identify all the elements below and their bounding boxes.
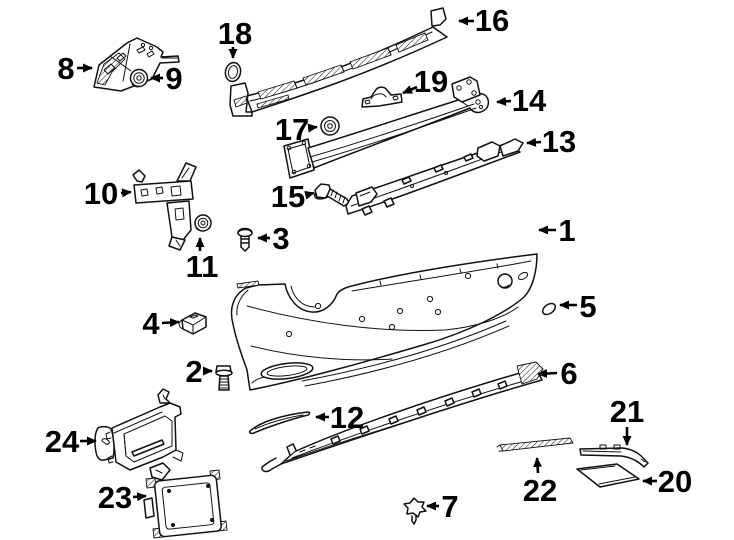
part-15-bolt-drawing [313, 183, 350, 207]
part-21-side-bracket-drawing [579, 444, 649, 468]
callout-13[interactable]: 13 [526, 124, 576, 159]
callout-16[interactable]: 16 [458, 3, 509, 38]
part-14-impact-bar-drawing [283, 76, 490, 179]
callout-9-label[interactable]: 9 [165, 61, 182, 96]
part-24-sensor-bracket-drawing [94, 388, 184, 481]
callout-2-label[interactable]: 2 [185, 354, 202, 389]
callout-11[interactable]: 11 [186, 237, 219, 284]
part-11-grommet-drawing [194, 214, 212, 232]
part-19-strap-bracket-drawing [361, 86, 403, 108]
callout-11-label[interactable]: 11 [186, 249, 219, 284]
callout-19-label[interactable]: 19 [414, 64, 448, 99]
part-4-retainer-clip-drawing [178, 312, 207, 335]
callout-24[interactable]: 24 [45, 424, 97, 459]
callout-10[interactable]: 10 [84, 176, 132, 211]
callout-14-label[interactable]: 14 [512, 83, 547, 118]
part-8-bumper-bracket-drawing [93, 37, 180, 92]
callout-20-label[interactable]: 20 [658, 464, 692, 499]
callout-17-label[interactable]: 17 [275, 112, 309, 147]
callout-3[interactable]: 3 [257, 221, 290, 256]
callout-23-label[interactable]: 23 [98, 480, 132, 515]
callout-7[interactable]: 7 [426, 489, 459, 524]
callout-20[interactable]: 20 [642, 464, 692, 499]
callout-6-label[interactable]: 6 [560, 356, 577, 391]
callout-3-label[interactable]: 3 [272, 221, 289, 256]
callout-4[interactable]: 4 [142, 306, 180, 341]
part-13-upper-support-drawing [345, 138, 524, 216]
callout-5-label[interactable]: 5 [579, 289, 596, 324]
callout-23[interactable]: 23 [98, 480, 147, 515]
part-23-sensor-module-drawing [143, 469, 228, 539]
callout-22-label[interactable]: 22 [523, 473, 557, 508]
callout-18[interactable]: 18 [218, 16, 252, 59]
callout-12-label[interactable]: 12 [330, 400, 364, 435]
callout-21-label[interactable]: 21 [610, 394, 644, 429]
callout-24-label[interactable]: 24 [45, 424, 80, 459]
callout-4-label[interactable]: 4 [142, 306, 160, 341]
callout-16-label[interactable]: 16 [475, 3, 509, 38]
part-6-lower-valance-drawing [261, 361, 544, 473]
part-10-bracket-drawing [132, 162, 197, 251]
callout-19[interactable]: 19 [402, 64, 448, 99]
callout-8[interactable]: 8 [57, 51, 93, 86]
part-16-energy-absorber-drawing [229, 7, 448, 117]
callout-15-label[interactable]: 15 [271, 179, 305, 214]
callout-21[interactable]: 21 [610, 394, 644, 446]
part-9-grommet-drawing [129, 68, 149, 88]
callout-8-label[interactable]: 8 [57, 51, 74, 86]
callout-14[interactable]: 14 [496, 83, 547, 118]
callout-10-label[interactable]: 10 [84, 176, 118, 211]
callout-12[interactable]: 12 [315, 400, 364, 435]
callout-6[interactable]: 6 [537, 356, 578, 391]
callout-1[interactable]: 1 [538, 213, 576, 248]
callout-13-label[interactable]: 13 [542, 124, 576, 159]
part-12-trim-strip-drawing [249, 411, 311, 435]
part-7-push-pin-drawing [403, 497, 427, 525]
part-3-push-rivet-drawing [237, 227, 253, 252]
callout-22[interactable]: 22 [523, 457, 557, 508]
part-2-bolt-drawing [215, 365, 233, 391]
callout-7-label[interactable]: 7 [441, 489, 458, 524]
callout-5[interactable]: 5 [559, 289, 597, 324]
callout-2[interactable]: 2 [185, 354, 213, 389]
callout-17[interactable]: 17 [275, 112, 318, 147]
part-17-grommet-drawing [320, 116, 340, 136]
callout-15[interactable]: 15 [271, 179, 315, 214]
callout-1-label[interactable]: 1 [558, 213, 575, 248]
part-20-reflector-drawing [576, 463, 640, 488]
part-5-oval-clip-drawing [541, 302, 557, 316]
callout-9[interactable]: 9 [150, 61, 183, 96]
part-18-oval-clip-drawing [224, 61, 242, 83]
part-22-mount-strip-drawing [496, 437, 574, 452]
callout-18-label[interactable]: 18 [218, 16, 252, 51]
part-1-bumper-cover-drawing [230, 253, 538, 391]
